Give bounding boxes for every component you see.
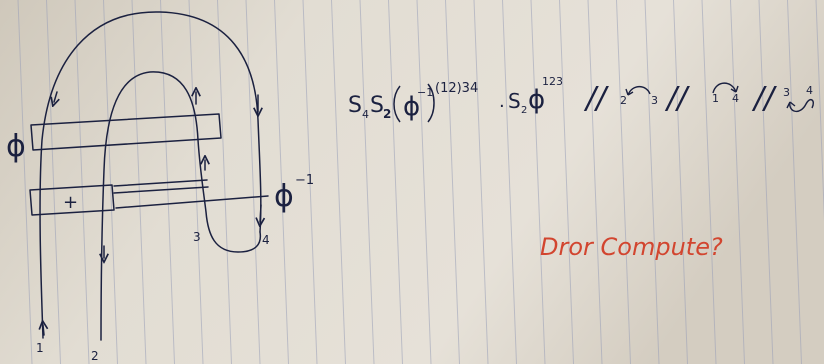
move2-left: 1 bbox=[712, 92, 719, 105]
strand-4-arrow bbox=[260, 204, 261, 222]
phi-inverse-box bbox=[113, 179, 269, 209]
phi-inverse-exponent: −1 bbox=[295, 173, 314, 188]
strand-label-2: 2 bbox=[91, 349, 99, 363]
ruled-line bbox=[302, 0, 318, 364]
formula-right-paren bbox=[427, 83, 435, 123]
strand-label-3: 3 bbox=[193, 230, 201, 244]
ruled-line bbox=[245, 0, 261, 364]
ruled-line bbox=[445, 0, 460, 364]
formula-s2-sub: 2 bbox=[383, 107, 391, 121]
move1-arc bbox=[627, 85, 651, 96]
formula-left-paren bbox=[393, 85, 401, 123]
ruled-line bbox=[815, 0, 824, 222]
strand-label-4: 4 bbox=[262, 233, 270, 247]
plus-label: + bbox=[63, 192, 78, 213]
strand-1-arrow bbox=[43, 325, 44, 336]
phi-box bbox=[30, 113, 222, 151]
move2-right: 4 bbox=[732, 92, 739, 105]
move3-swap-arrow bbox=[789, 98, 815, 112]
ruled-line bbox=[644, 0, 660, 364]
ruled-line bbox=[416, 0, 432, 364]
formula-phi: ϕ bbox=[403, 92, 420, 122]
move3-right: 4 bbox=[806, 84, 813, 97]
ruled-line bbox=[587, 0, 603, 364]
ruled-line bbox=[701, 0, 717, 364]
ruled-line bbox=[502, 0, 517, 364]
move2-arc bbox=[712, 82, 737, 94]
ruled-line bbox=[103, 0, 118, 364]
ruled-line bbox=[217, 0, 232, 364]
formula: S 4 S 2 ϕ −1 (12)34 · S 2 ϕ 123 // 2 3 /… bbox=[348, 75, 815, 123]
formula-phi2-sup: 123 bbox=[542, 75, 563, 88]
ruled-line bbox=[331, 0, 346, 364]
move2-arrowhead bbox=[730, 85, 739, 93]
left-arc-arrow bbox=[54, 91, 57, 102]
ruled-line bbox=[473, 0, 489, 364]
ruled-line bbox=[131, 0, 147, 364]
ruled-line bbox=[730, 0, 745, 364]
tangle-diagram bbox=[29, 11, 269, 341]
strand-label-1: 1 bbox=[36, 341, 44, 355]
separator-1: // bbox=[583, 81, 609, 116]
formula-s2: S bbox=[370, 93, 384, 118]
move1-right: 3 bbox=[651, 94, 658, 107]
plus-box bbox=[29, 184, 115, 216]
formula-phi-exp: −1 bbox=[417, 86, 433, 99]
phi-label: ϕ bbox=[6, 129, 26, 164]
ruled-line bbox=[616, 0, 631, 364]
ruled-line bbox=[787, 0, 802, 364]
move1-arrowhead bbox=[625, 88, 634, 96]
ruled-line bbox=[530, 0, 546, 364]
move3-arrowhead bbox=[786, 101, 796, 109]
ruled-line bbox=[17, 0, 33, 364]
ruled-lines bbox=[17, 0, 824, 364]
ruled-line bbox=[359, 0, 375, 364]
move3-left: 3 bbox=[783, 86, 790, 99]
strand-2-loop bbox=[100, 71, 262, 341]
formula-s2b: S bbox=[508, 89, 521, 113]
ruled-line bbox=[758, 0, 774, 364]
ruled-line bbox=[673, 0, 688, 364]
phi-inverse-label: ϕ bbox=[274, 179, 294, 214]
formula-phi2: ϕ bbox=[528, 85, 545, 115]
ruled-line bbox=[188, 0, 204, 364]
red-note: Dror Compute? bbox=[540, 233, 723, 261]
separator-2: // bbox=[664, 81, 690, 116]
strand-1-to-4 bbox=[39, 11, 262, 339]
move1-left: 2 bbox=[620, 94, 627, 107]
formula-s4-sub: 4 bbox=[362, 108, 369, 121]
separator-3: // bbox=[751, 81, 777, 116]
formula-dot: · bbox=[499, 96, 505, 117]
ruled-line bbox=[388, 0, 403, 364]
formula-s4: S bbox=[348, 93, 362, 118]
ruled-line bbox=[46, 0, 61, 364]
ruled-line bbox=[274, 0, 289, 364]
formula-s2b-sub: 2 bbox=[521, 105, 527, 116]
ruled-line bbox=[559, 0, 574, 364]
ruled-line bbox=[74, 0, 90, 364]
formula-permutation: (12)34 bbox=[435, 81, 478, 96]
